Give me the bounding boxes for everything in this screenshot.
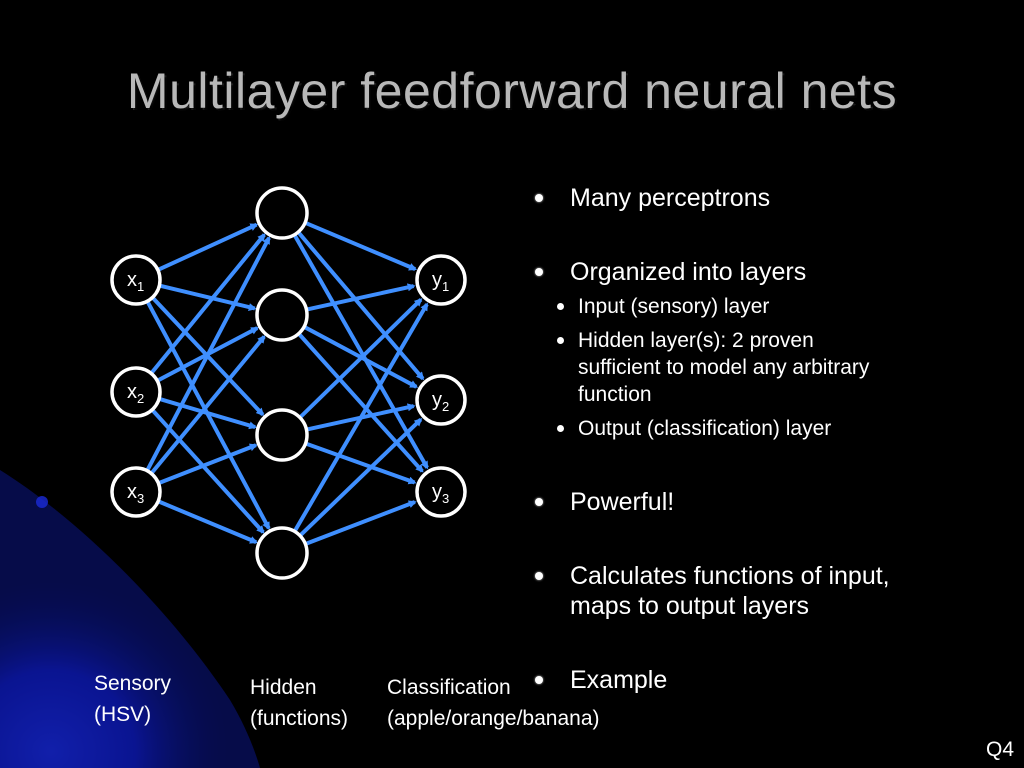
bullet-example: Example	[533, 665, 1013, 695]
hidden-node-2-circle	[255, 288, 309, 342]
classification-label-line2: (apple/orange/banana)	[387, 707, 600, 730]
slide-title: Multilayer feedforward neural nets	[126, 63, 898, 119]
hidden-node-4-circle	[255, 526, 309, 580]
input-node-x1: x1	[110, 254, 162, 306]
sensory-layer-label: Sensory (HSV)	[94, 668, 171, 730]
output-node-y1: y1	[415, 254, 467, 306]
hidden-node-2	[255, 288, 309, 342]
hidden-label-line1: Hidden	[250, 676, 317, 699]
page-number: Q4	[985, 738, 1014, 761]
output-node-y2: y2	[415, 374, 467, 426]
output-node-y2-circle	[415, 374, 467, 426]
bullet-many-perceptrons: Many perceptrons	[533, 183, 1013, 213]
edge-x3-h3	[157, 443, 258, 486]
edge-h3-y3	[303, 441, 417, 485]
sensory-label-line2: (HSV)	[94, 703, 152, 726]
sub-bullet-input-layer: Input (sensory) layer	[533, 293, 1013, 320]
hidden-label-line2: (functions)	[250, 707, 349, 730]
edge-h2-y1	[305, 283, 416, 312]
hidden-node-3-circle	[255, 408, 309, 462]
edge-h4-y3	[303, 500, 417, 547]
edge-h1-y1	[303, 220, 418, 271]
hidden-node-1-circle	[255, 186, 309, 240]
bullet-list: Many perceptrons Organized into layers I…	[533, 183, 1013, 695]
input-node-x1-circle	[110, 254, 162, 306]
bullet-organized-layers: Organized into layers	[533, 257, 1013, 287]
sub-bullet-hidden-layers: Hidden layer(s): 2 proven sufficient to …	[533, 327, 878, 408]
edge-h1-y2	[296, 229, 425, 381]
input-node-x3: x3	[110, 466, 162, 518]
edge-x1-h1	[156, 222, 259, 272]
classification-layer-label: Classification (apple/orange/banana)	[387, 672, 600, 734]
edge-h4-y2	[297, 417, 423, 538]
edge-h4-y1	[292, 302, 429, 534]
hidden-node-3	[255, 408, 309, 462]
output-node-y3-circle	[415, 466, 467, 518]
classification-label-line1: Classification	[387, 676, 511, 699]
edge-x3-h2	[149, 335, 266, 475]
hidden-node-4	[255, 526, 309, 580]
input-node-x2: x2	[110, 366, 162, 418]
sub-bullet-output-layer: Output (classification) layer	[533, 415, 1013, 442]
input-node-x3-circle	[110, 466, 162, 518]
hidden-node-1	[255, 186, 309, 240]
input-node-x2-circle	[110, 366, 162, 418]
sensory-label-line1: Sensory	[94, 672, 172, 695]
edge-x2-h3	[158, 396, 258, 430]
edge-x2-h1	[149, 233, 266, 375]
hidden-layer-label: Hidden (functions)	[250, 672, 348, 734]
output-node-y1-circle	[415, 254, 467, 306]
edge-h3-y1	[297, 298, 423, 420]
edge-x3-h1	[145, 236, 271, 472]
output-node-y3: y3	[415, 466, 467, 518]
bullet-calculates-functions: Calculates functions of input, maps to o…	[533, 561, 950, 621]
edge-x1-h2	[158, 283, 257, 311]
edge-h2-y3	[296, 331, 424, 473]
edge-h1-y3	[292, 232, 429, 470]
edge-x3-h4	[157, 499, 259, 545]
bullet-powerful: Powerful!	[533, 487, 1013, 517]
edge-x2-h4	[150, 408, 265, 534]
